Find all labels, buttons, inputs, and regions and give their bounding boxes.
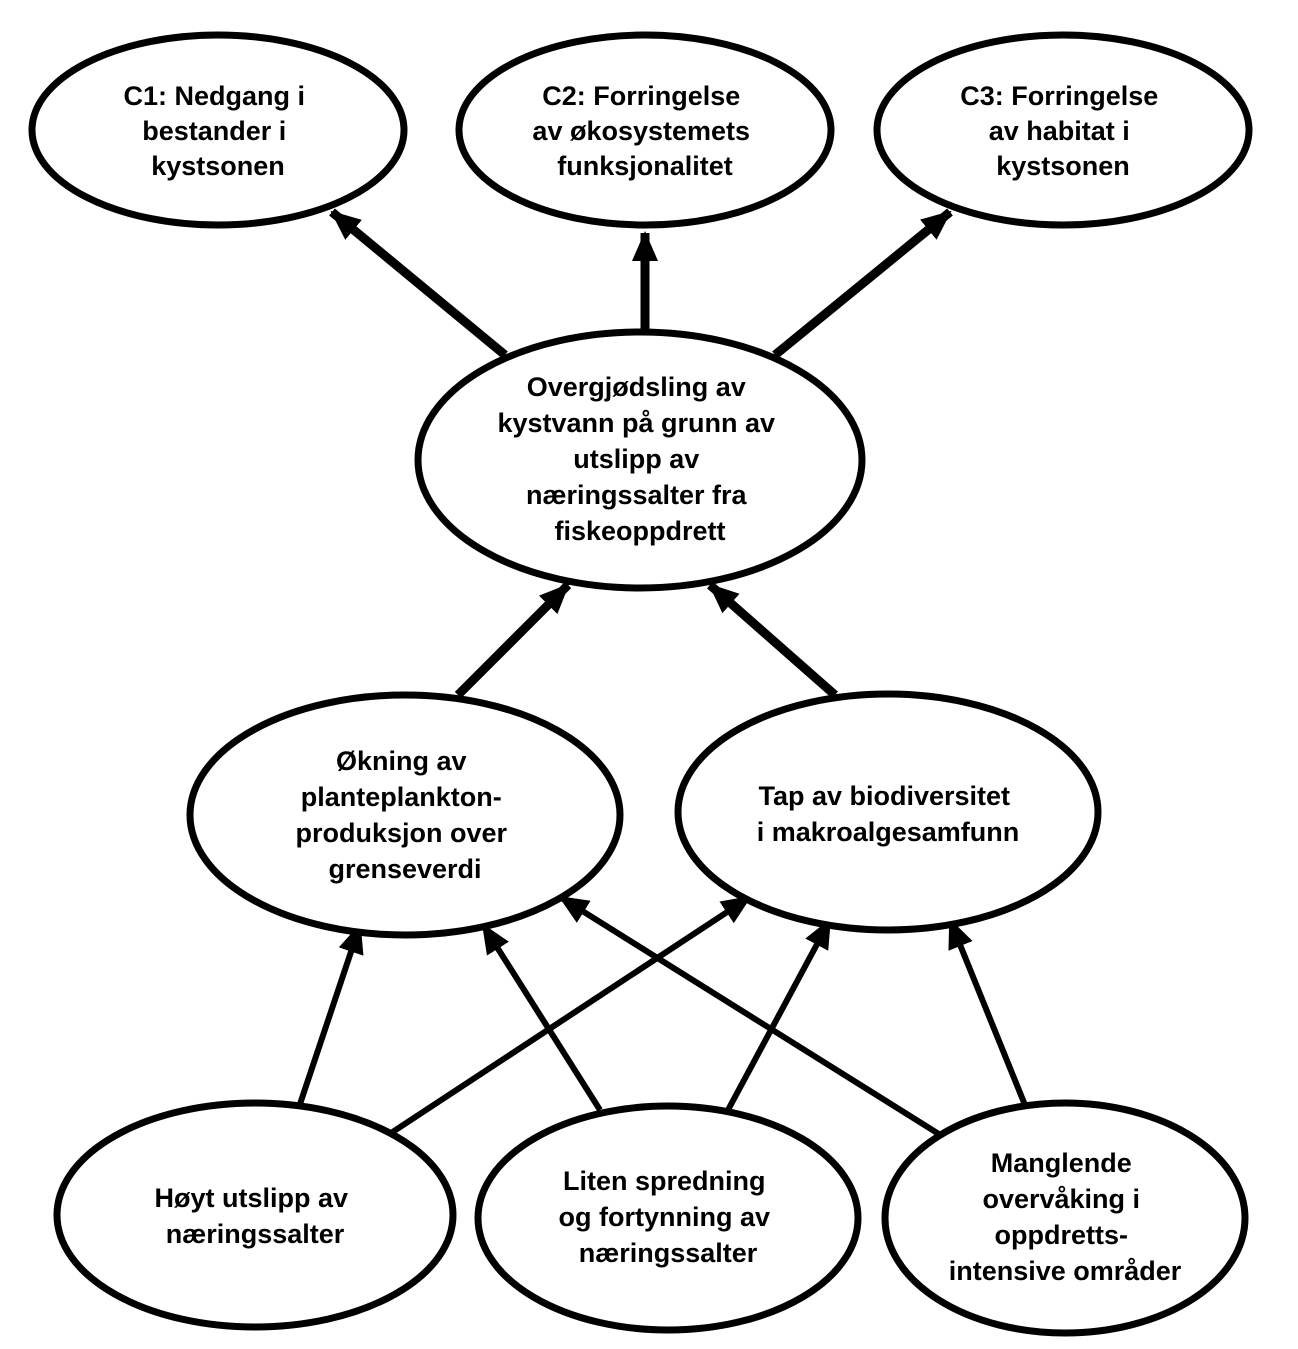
nodes-layer: C1: Nedgang i bestander i kystsonen C2: … bbox=[28, 31, 1253, 1337]
node-dispersion: Liten spredning og fortynning av nærings… bbox=[474, 1102, 862, 1334]
node-c2-line: av økosystemets bbox=[532, 116, 750, 146]
node-emission-label: Høyt utslipp av næringssalter bbox=[154, 1183, 355, 1249]
node-biodiversity: Tap av biodiversitet i makroalgesamfunn bbox=[674, 690, 1102, 934]
node-c2-line: funksjonalitet bbox=[557, 151, 733, 181]
node-plankton-line: Økning av bbox=[336, 746, 467, 776]
arrow-biodiversity-to-central bbox=[707, 581, 838, 699]
node-c2: C2: Forringelse av økosystemets funksjon… bbox=[455, 31, 835, 229]
node-central-line: Overgjødsling av bbox=[527, 372, 746, 402]
node-biodiversity-line: i makroalgesamfunn bbox=[757, 817, 1020, 847]
node-monitoring-line: oppdretts- bbox=[995, 1220, 1128, 1250]
node-plankton-line: planteplankton- bbox=[301, 782, 502, 812]
node-emission-line: Høyt utslipp av bbox=[154, 1183, 348, 1213]
node-c3-line: C3: Forringelse bbox=[960, 81, 1158, 111]
node-c1-line: bestander i bbox=[142, 116, 286, 146]
arrow-monitoring-to-plankton bbox=[558, 894, 944, 1139]
arrow-central-to-c3 bbox=[772, 208, 953, 359]
node-c3: C3: Forringelse av habitat i kystsonen bbox=[873, 31, 1253, 229]
arrow-emission-to-biodiversity bbox=[386, 894, 752, 1138]
arrow-dispersion-to-plankton bbox=[480, 923, 603, 1112]
node-c3-line: kystsonen bbox=[996, 151, 1130, 181]
node-biodiversity-line: Tap av biodiversitet bbox=[758, 781, 1010, 811]
node-central-line: fiskeoppdrett bbox=[554, 516, 725, 546]
node-c3-line: av habitat i bbox=[989, 116, 1130, 146]
node-biodiversity-label: Tap av biodiversitet i makroalgesamfunn bbox=[757, 781, 1020, 847]
node-plankton: Økning av planteplankton- produksjon ove… bbox=[186, 691, 624, 939]
node-emission: Høyt utslipp av næringssalter bbox=[53, 1099, 457, 1331]
node-monitoring-line: intensive områder bbox=[949, 1256, 1182, 1286]
node-c1-label: C1: Nedgang i bestander i kystsonen bbox=[123, 81, 312, 181]
node-plankton-line: produksjon over bbox=[295, 818, 507, 848]
node-central-label: Overgjødsling av kystvann på grunn av ut… bbox=[497, 372, 782, 546]
node-central-line: utslipp av bbox=[573, 444, 699, 474]
node-dispersion-line: og fortynning av bbox=[558, 1202, 770, 1232]
node-emission-line: næringssalter bbox=[166, 1219, 345, 1249]
node-monitoring-line: Manglende bbox=[991, 1148, 1132, 1178]
arrows-layer bbox=[295, 208, 1030, 1139]
node-plankton-label: Økning av planteplankton- produksjon ove… bbox=[295, 746, 514, 884]
node-central-line: næringssalter fra bbox=[526, 480, 748, 510]
node-c2-label: C2: Forringelse av økosystemets funksjon… bbox=[532, 81, 757, 181]
arrow-dispersion-to-biodiversity bbox=[725, 918, 833, 1112]
node-central-line: kystvann på grunn av bbox=[497, 408, 775, 438]
node-monitoring-line: overvåking i bbox=[982, 1184, 1140, 1214]
node-dispersion-label: Liten spredning og fortynning av nærings… bbox=[558, 1166, 777, 1268]
node-monitoring: Manglende overvåking i oppdretts- intens… bbox=[881, 1099, 1249, 1337]
node-central: Overgjødsling av kystvann på grunn av ut… bbox=[414, 328, 866, 592]
node-dispersion-line: Liten spredning bbox=[563, 1166, 766, 1196]
node-c1-line: C1: Nedgang i bbox=[123, 81, 305, 111]
node-plankton-line: grenseverdi bbox=[328, 854, 481, 884]
node-c3-label: C3: Forringelse av habitat i kystsonen bbox=[960, 81, 1166, 181]
node-c1: C1: Nedgang i bestander i kystsonen bbox=[28, 31, 408, 229]
arrow-plankton-to-central bbox=[454, 581, 572, 699]
arrow-central-to-c1 bbox=[329, 208, 508, 359]
arrow-monitoring-to-biodiversity bbox=[947, 918, 1030, 1112]
node-c1-line: kystsonen bbox=[151, 151, 285, 181]
node-monitoring-label: Manglende overvåking i oppdretts- intens… bbox=[949, 1148, 1182, 1286]
node-dispersion-line: næringssalter bbox=[579, 1238, 758, 1268]
node-c2-line: C2: Forringelse bbox=[542, 81, 740, 111]
arrow-emission-to-plankton bbox=[295, 923, 364, 1111]
